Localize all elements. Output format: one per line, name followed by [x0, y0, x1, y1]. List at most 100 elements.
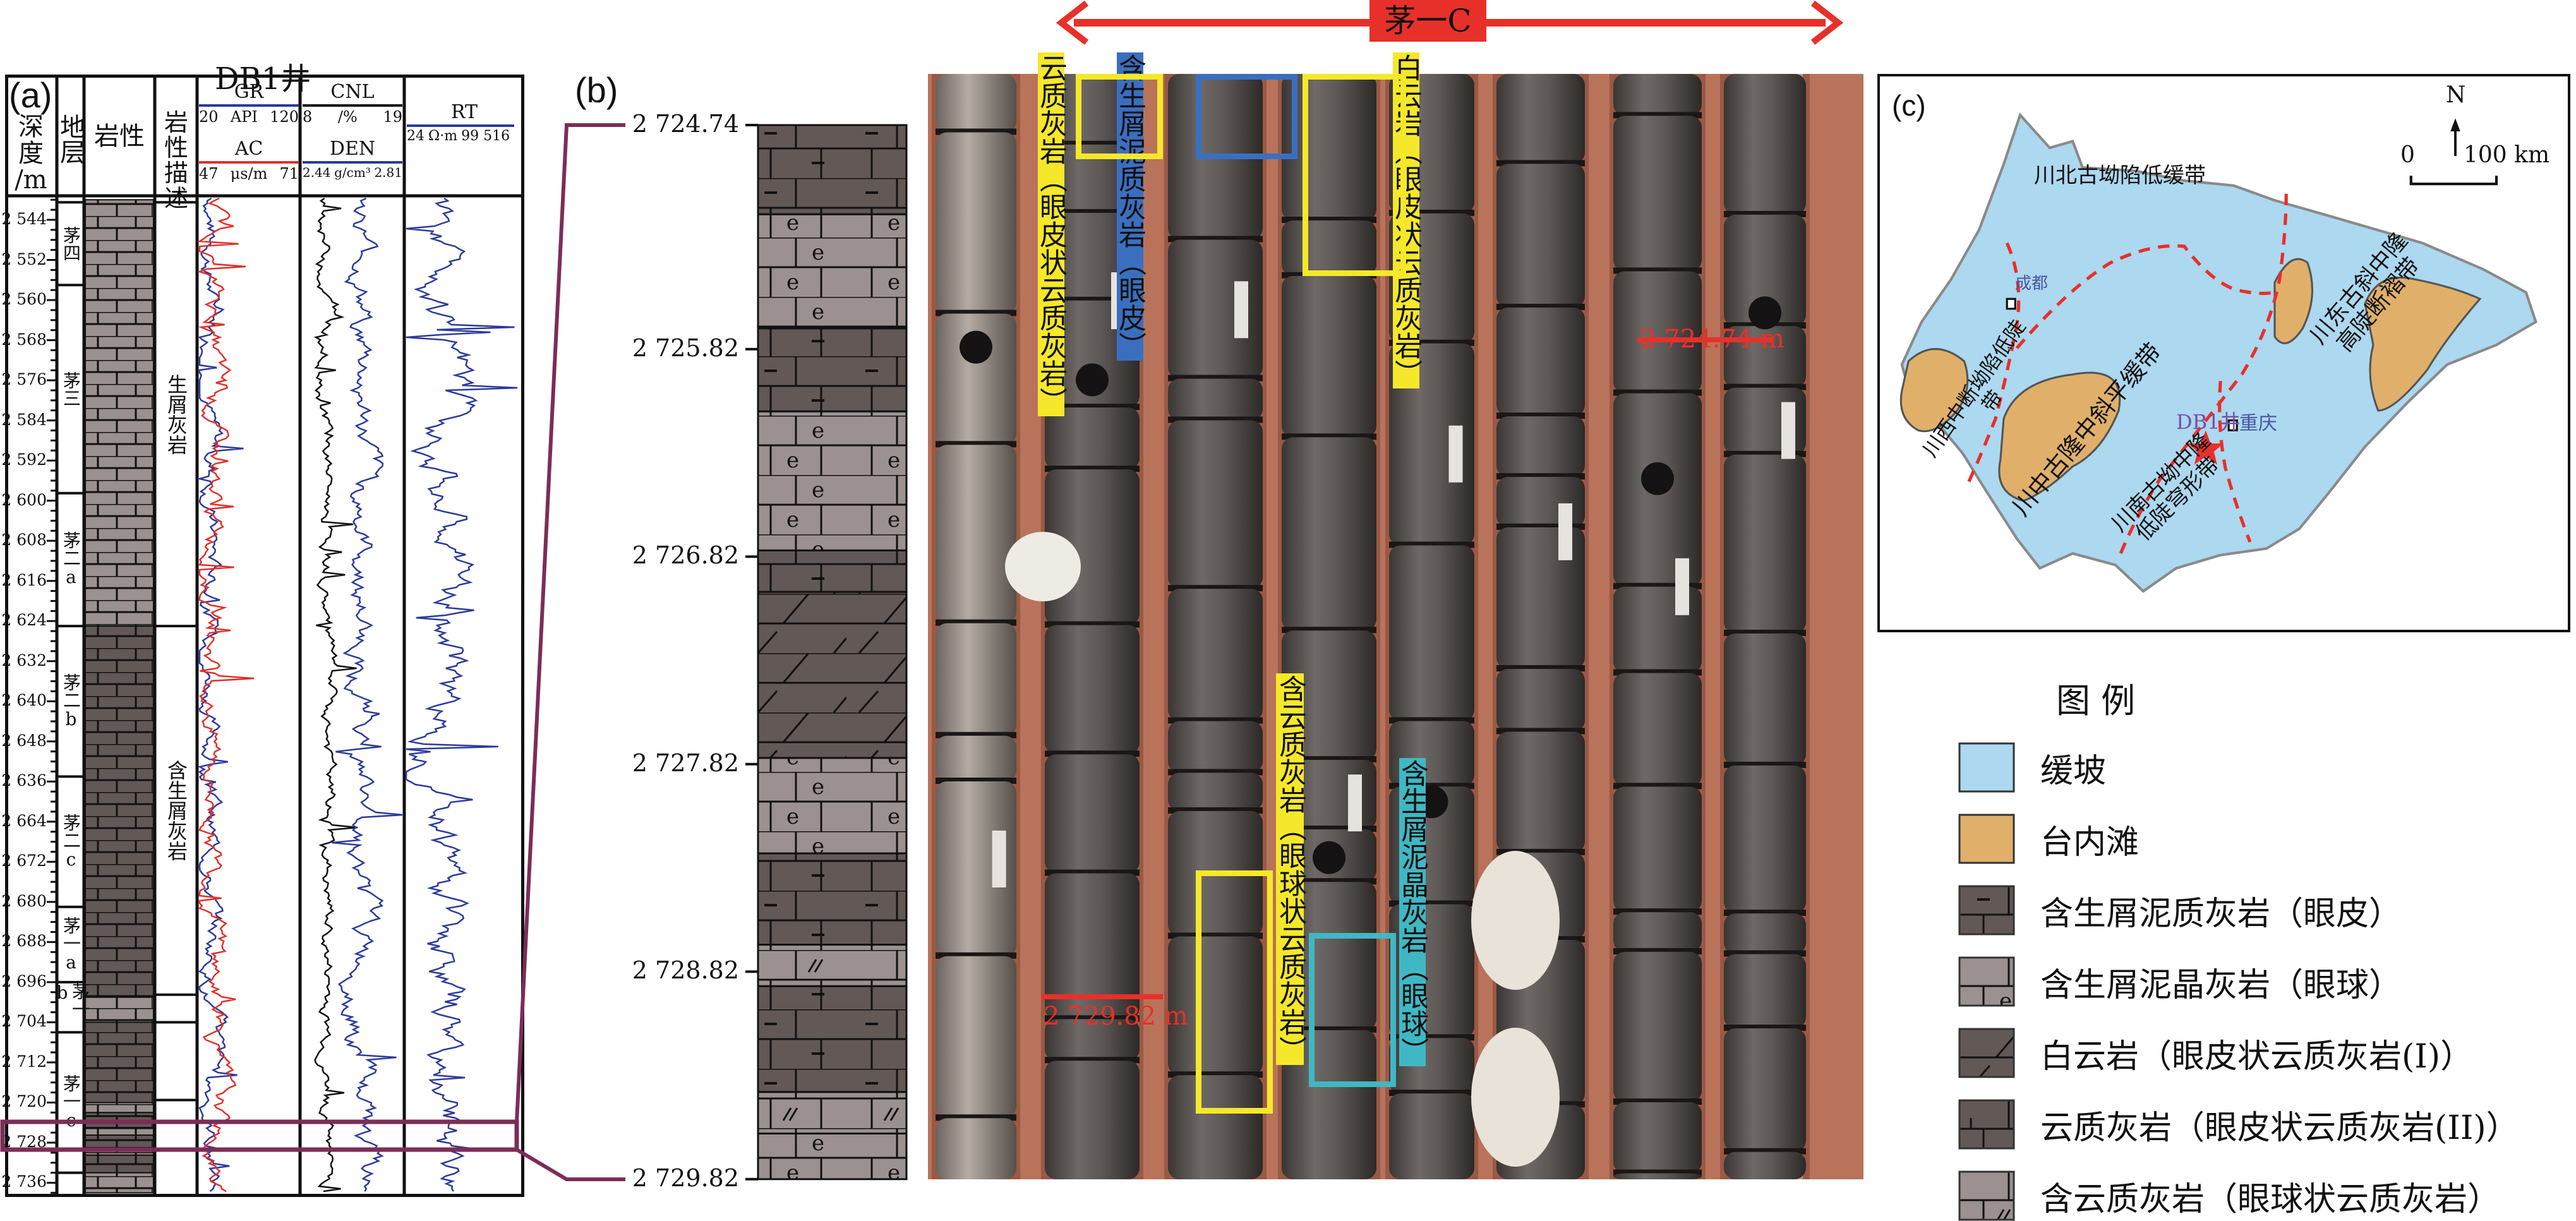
core-piece — [1168, 378, 1263, 421]
core-piece — [1613, 673, 1702, 787]
depth-label: 2 616 — [1, 570, 47, 589]
core-depth-label: 2 726.82 — [632, 541, 739, 570]
core-break — [1045, 621, 1140, 628]
core-piece — [1282, 1030, 1376, 1179]
core-plug-hole — [960, 330, 992, 364]
legend-item: 含云质灰岩（眼球状云质灰岩） — [1958, 1170, 2500, 1221]
core-piece — [1724, 454, 1806, 634]
core-piece — [1613, 912, 1702, 952]
legend-swatch-dolo — [1958, 1028, 2015, 1078]
rt-name: RT — [450, 101, 478, 123]
core-segment-mud — [757, 549, 908, 593]
core-piece — [936, 735, 1016, 781]
core-piece — [1724, 765, 1806, 914]
core-piece — [936, 74, 1016, 133]
core-break — [1613, 389, 1702, 396]
scale-bar — [2409, 176, 2498, 186]
strata-name: 茅一a — [61, 916, 81, 973]
sample-bag — [1471, 851, 1560, 990]
strata-label: 茅一a — [58, 907, 83, 982]
core-piece — [1496, 416, 1585, 478]
core-label-sticker — [1348, 774, 1362, 832]
core-piece — [1045, 144, 1140, 213]
core-piece — [1613, 1173, 1702, 1179]
core-piece — [1724, 1152, 1806, 1179]
den-curve — [332, 197, 403, 1192]
core-break — [1724, 1148, 1806, 1155]
legend-item: 云质灰岩（眼皮状云质灰岩(II)） — [1958, 1099, 2519, 1150]
depth-mark-label: 2 729.82 m — [1044, 1002, 1188, 1031]
depth-label: 2 636 — [1, 771, 47, 790]
shoal-central — [1998, 371, 2121, 502]
header-strata: 地层 — [56, 114, 85, 164]
header-description: 岩性描述 — [164, 109, 188, 212]
core-piece — [1168, 420, 1263, 589]
core-break — [1282, 756, 1376, 763]
strata-name: 茅二b — [61, 673, 81, 730]
core-break — [936, 619, 1016, 626]
core-piece — [1724, 1028, 1806, 1152]
highlight-interval — [0, 1119, 519, 1152]
core-break — [1389, 541, 1474, 548]
core-break — [936, 952, 1016, 959]
connector-top — [515, 123, 625, 1122]
core-piece — [1496, 307, 1585, 417]
core-break — [1168, 416, 1263, 423]
city-chengdu: 成都 — [2015, 274, 2049, 293]
core-break — [1045, 404, 1140, 411]
gr-name: GR — [234, 81, 264, 103]
shoal-west — [1899, 348, 1969, 433]
depth-mark-line — [1637, 337, 1774, 342]
shoal-east-1 — [2273, 258, 2313, 344]
core-piece — [1724, 74, 1806, 215]
depth-label: 2 736 — [1, 1172, 47, 1191]
well-title: DB1井 — [215, 61, 311, 97]
core-piece — [1496, 731, 1585, 853]
core-tag-5: 含生屑泥晶灰岩（眼球） — [1396, 758, 1428, 1066]
depth-label: 2 560 — [1, 290, 47, 309]
sample-bag — [1005, 532, 1081, 601]
strata-label: 茅一b — [52, 982, 90, 1032]
den-max: 2.81 — [374, 165, 402, 180]
description-cell: 含生屑灰岩 — [156, 626, 196, 995]
core-piece — [1045, 407, 1140, 470]
core-segment-e — [757, 1133, 908, 1181]
depth-label: 2 632 — [1, 651, 47, 670]
core-break — [1168, 1071, 1263, 1078]
depth-label: 2 680 — [1, 891, 47, 910]
core-label-sticker — [1558, 503, 1572, 560]
region-label-north: 川北古坳陷低缓带 — [2034, 163, 2206, 188]
strata-name: 茅四 — [61, 226, 81, 262]
gr-min: 20 — [199, 108, 219, 126]
interval-title: 茅一C — [1369, 0, 1486, 42]
city-chongqing: 重庆 — [2239, 412, 2277, 435]
core-plug-hole — [1313, 841, 1345, 874]
core-piece — [1389, 1093, 1474, 1179]
sample-bag — [1471, 1028, 1560, 1167]
ac-curve — [197, 197, 255, 1193]
core-piece — [1724, 633, 1806, 766]
core-break — [1045, 208, 1140, 215]
core-piece — [1389, 343, 1474, 546]
core-plug-hole — [1748, 296, 1781, 330]
core-break — [1389, 1034, 1474, 1041]
sichuan-basin-map — [1899, 112, 2537, 593]
rt-max: 99 516 — [461, 128, 510, 144]
rt-scale-line — [407, 124, 514, 127]
depth-label: 2 600 — [1, 490, 47, 509]
legend-label: 含生屑泥质灰岩（眼皮） — [2040, 894, 2402, 933]
core-break — [1045, 296, 1140, 303]
strata-label: 茅三 — [58, 285, 83, 493]
core-break — [1724, 910, 1806, 917]
gr-curve — [196, 197, 244, 1192]
description-cell: 生屑灰岩 — [156, 202, 196, 626]
core-break — [1389, 1090, 1474, 1097]
rt-unit: Ω·m — [428, 128, 458, 144]
core-piece — [1724, 214, 1806, 327]
strata-label: 茅四 — [58, 202, 83, 285]
core-piece — [1613, 271, 1702, 394]
den-unit: g/cm³ — [334, 165, 371, 180]
zone-boundaries — [1966, 193, 2288, 559]
core-piece — [1389, 545, 1474, 721]
